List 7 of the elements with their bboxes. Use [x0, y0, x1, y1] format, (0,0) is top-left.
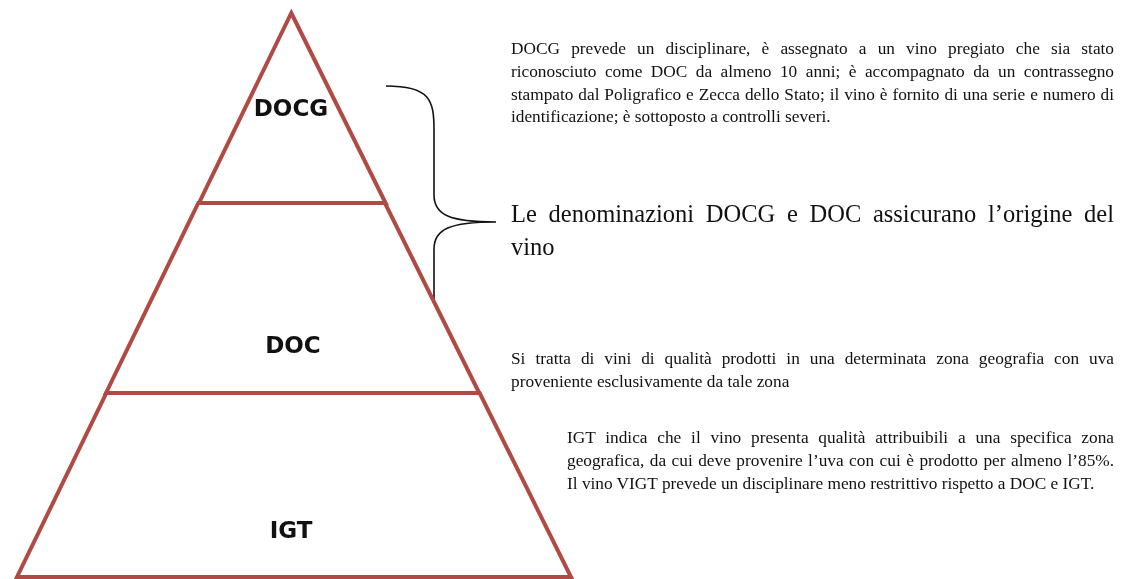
description-paragraph: DOCG prevede un disciplinare, è assegnato a un vino pregiato che sia stato riconosciuto come DOC da almeno 10 anni; è accompagnato da un contrassegno stampato dal Poligrafico e Zecca dello Stato; il vino è fornito di una serie e numero di identificazione; è sottoposto a controlli severi. [511, 38, 1114, 129]
description-paragraph: IGT indica che il vino presenta qualità attribuibili a una specifica zona geografica, da cui deve provenire l’uva con cui è prodotto per almeno l’85%. Il vino VIGT prevede un disciplinare meno restrittivo rispetto a DOC e IGT. [567, 427, 1114, 495]
tier-label: IGT [269, 517, 313, 543]
tier-label: DOC [265, 332, 321, 358]
tier-label: DOCG [253, 95, 329, 121]
brace-note: Le denominazioni DOCG e DOC assicurano l’origine del vino [511, 199, 1114, 262]
description-paragraph: Si tratta di vini di qualità prodotti in una determinata zona geografia con uva proveniente esclusivamente da tale zona [511, 348, 1114, 393]
